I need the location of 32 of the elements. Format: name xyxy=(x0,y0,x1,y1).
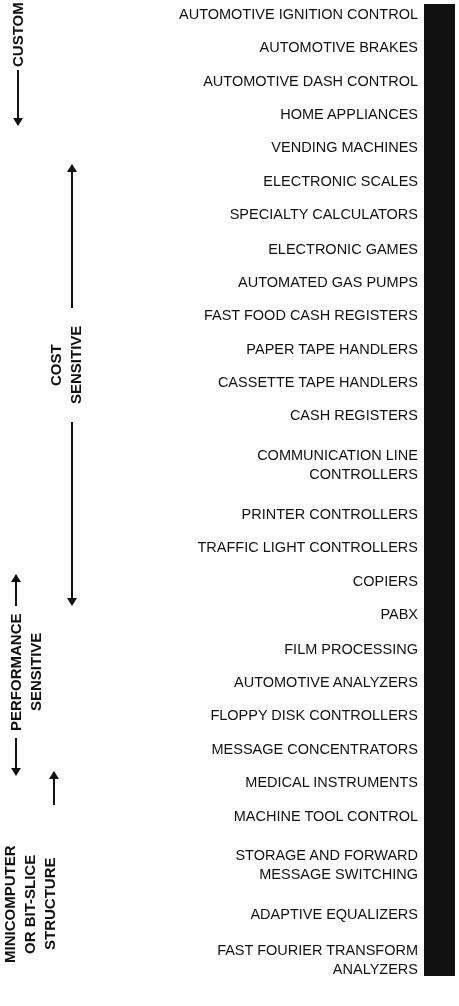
application-label: MEDICAL INSTRUMENTS xyxy=(245,773,418,792)
application-label: COPIERS xyxy=(352,572,418,591)
range-label: CUSTOM xyxy=(8,5,27,67)
vertical-bar xyxy=(424,4,455,976)
application-label: AUTOMATED GAS PUMPS xyxy=(238,273,418,292)
application-label: PAPER TAPE HANDLERS xyxy=(246,340,418,359)
application-label: CASH REGISTERS xyxy=(289,406,418,425)
application-label: FAST FOURIER TRANSFORM ANALYZERS xyxy=(216,941,418,979)
application-label: FLOPPY DISK CONTROLLERS xyxy=(210,706,418,725)
application-label: FILM PROCESSING xyxy=(284,640,418,659)
application-label: AUTOMOTIVE IGNITION CONTROL xyxy=(179,5,418,24)
application-label: AUTOMOTIVE ANALYZERS xyxy=(234,673,418,692)
application-label: STORAGE AND FORWARD MESSAGE SWITCHING xyxy=(234,846,418,884)
application-label: CASSETTE TAPE HANDLERS xyxy=(217,373,418,392)
application-label: PABX xyxy=(380,605,418,624)
application-label: MACHINE TOOL CONTROL xyxy=(233,807,418,826)
range-label: PERFORMANCE SENSITIVE xyxy=(6,612,45,732)
application-label: SPECIALTY CALCULATORS xyxy=(229,205,418,224)
application-label: HOME APPLIANCES xyxy=(280,105,418,124)
application-label: AUTOMOTIVE DASH CONTROL xyxy=(203,72,418,91)
application-label: FAST FOOD CASH REGISTERS xyxy=(203,306,418,325)
application-label: TRAFFIC LIGHT CONTROLLERS xyxy=(197,538,418,557)
application-label: ELECTRONIC GAMES xyxy=(268,240,418,259)
application-label: AUTOMOTIVE BRAKES xyxy=(259,38,418,57)
application-label: COMMUNICATION LINE CONTROLLERS xyxy=(256,446,418,484)
application-label: ADAPTIVE EQUALIZERS xyxy=(250,905,418,924)
range-label: COST SENSITIVE xyxy=(46,324,85,407)
range-label: MINICOMPUTER OR BIT-SLICE STRUCTURE xyxy=(0,844,59,965)
application-label: VENDING MACHINES xyxy=(271,138,418,157)
application-label: MESSAGE CONCENTRATORS xyxy=(211,740,418,759)
application-label: PRINTER CONTROLLERS xyxy=(241,505,418,524)
application-label: ELECTRONIC SCALES xyxy=(263,172,418,191)
